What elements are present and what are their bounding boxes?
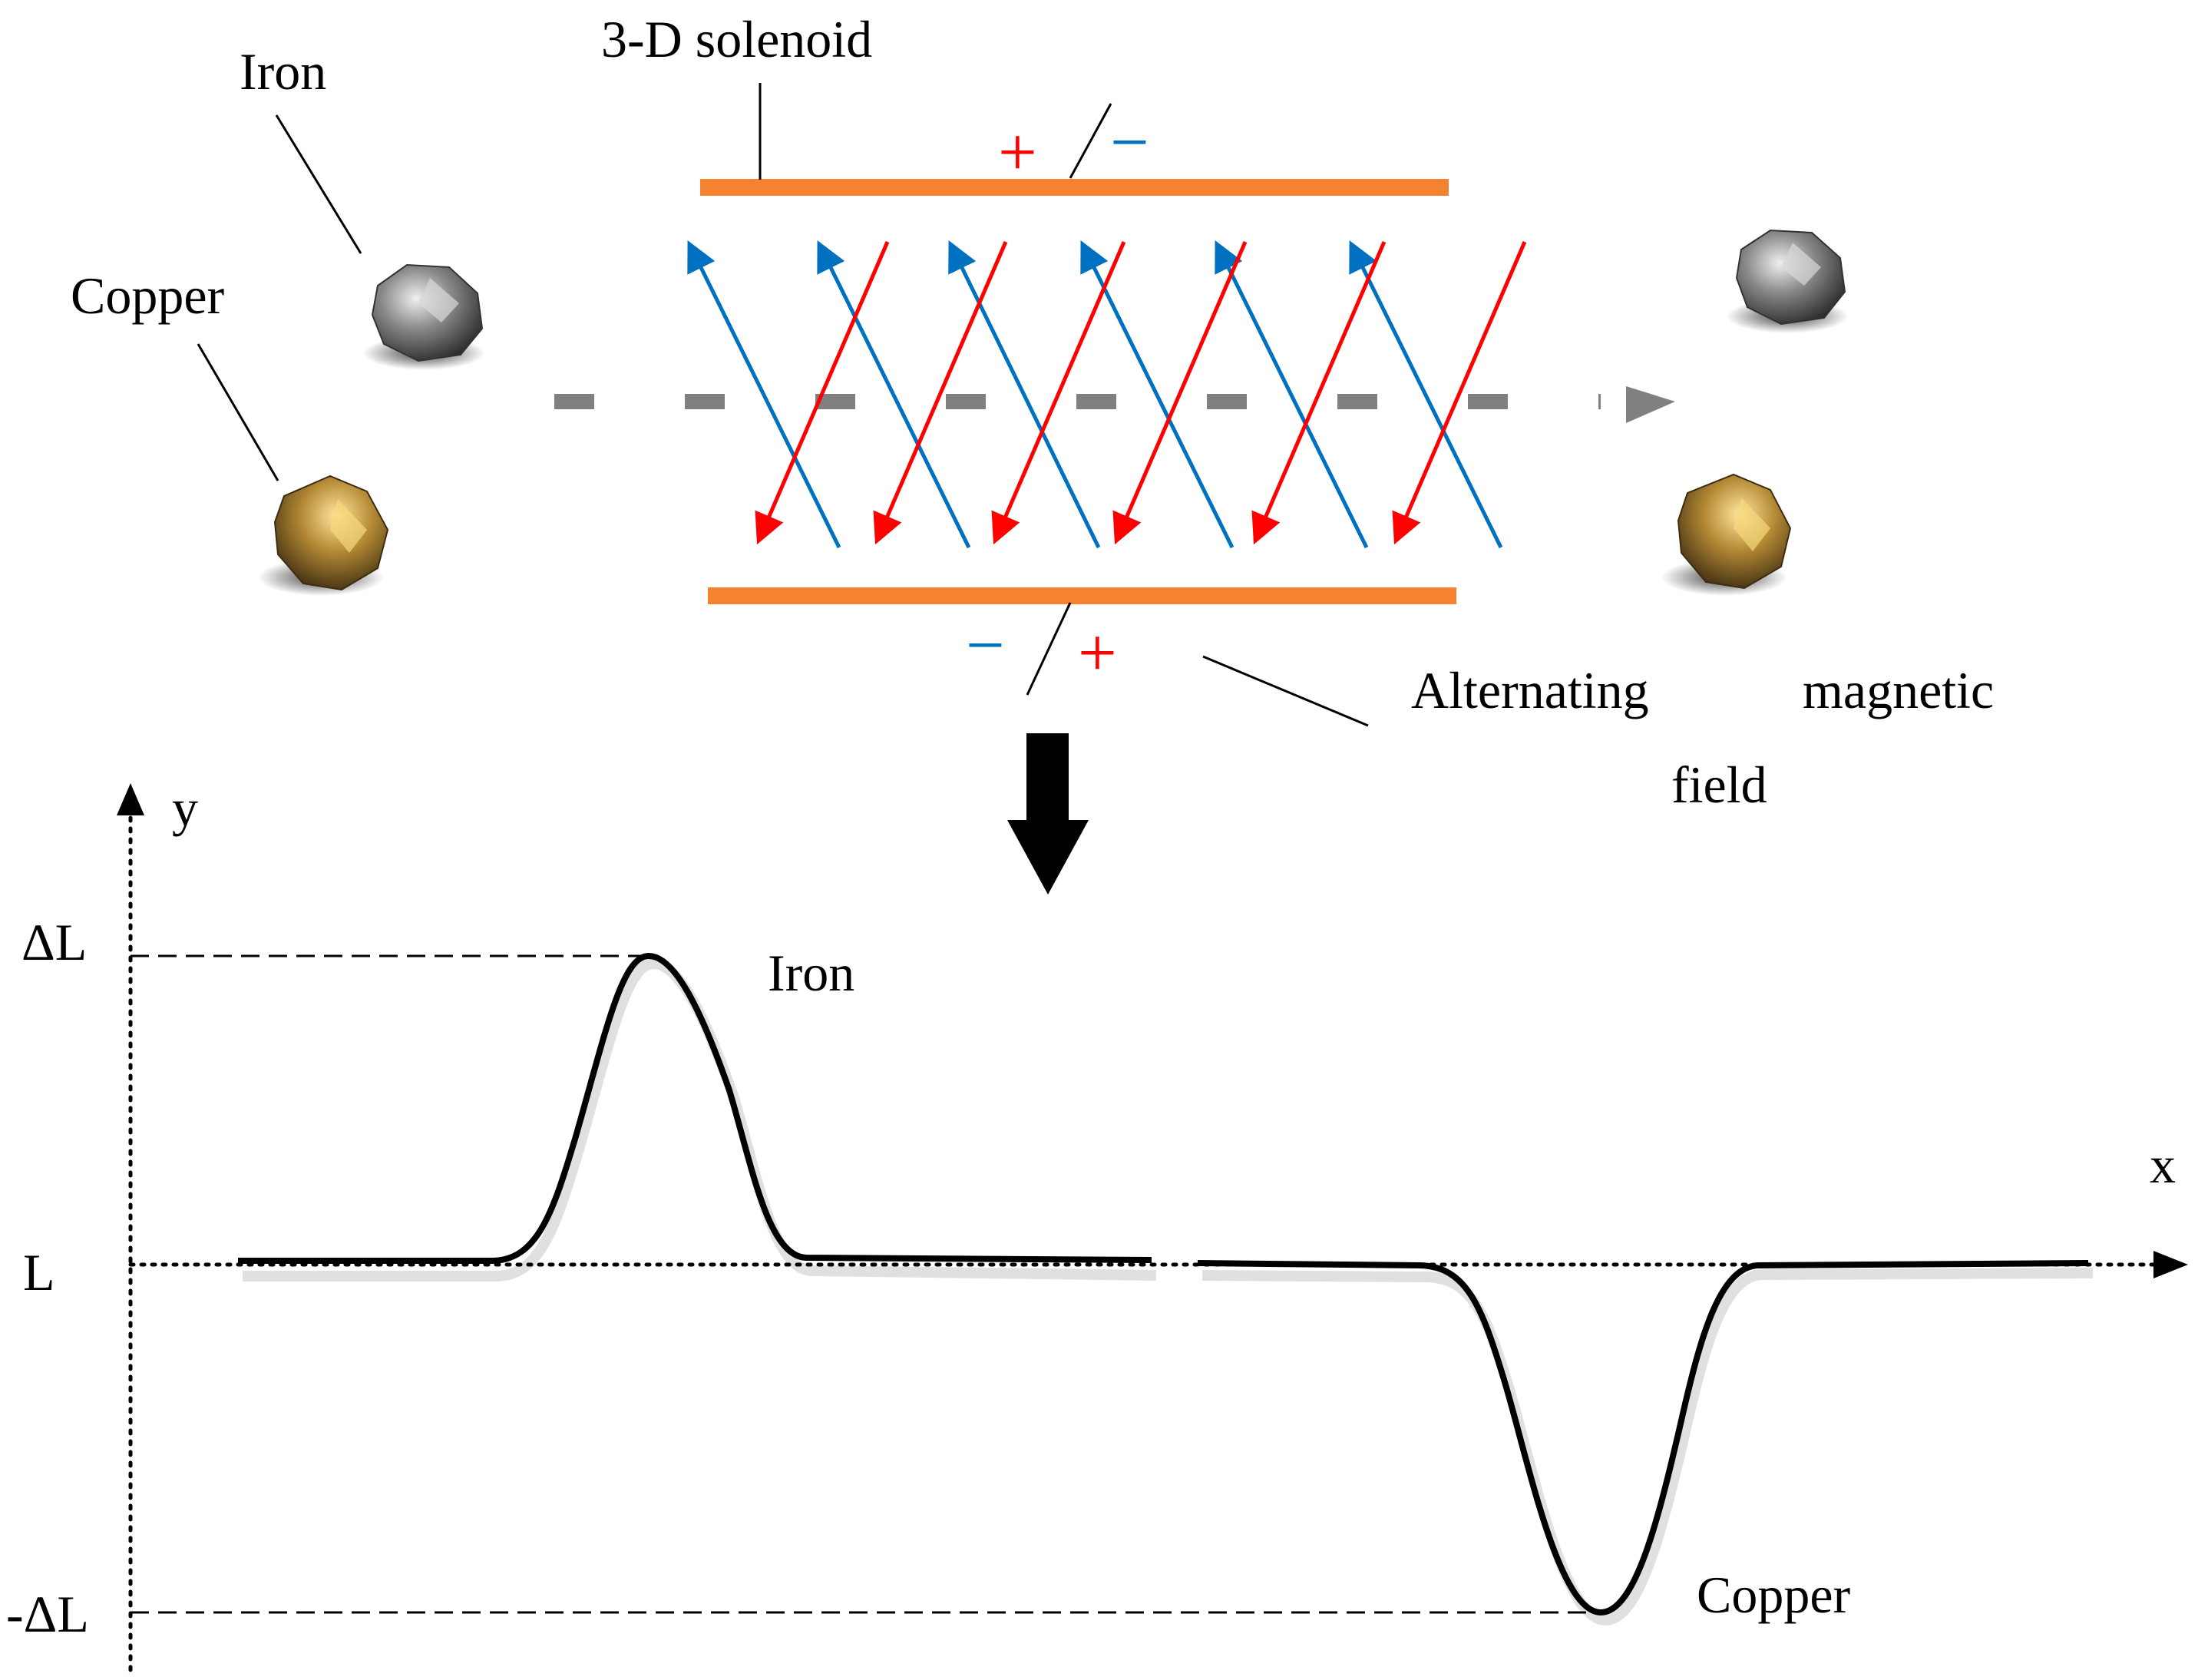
bottom-plus-sign: + [1078, 615, 1117, 691]
copper-leader-line [197, 343, 279, 481]
solenoid-bottom-plate [708, 587, 1456, 604]
field-arrows-red [755, 241, 1527, 545]
sample-path-dashed [554, 386, 1675, 423]
solenoid-diagram: Iron Copper 3-D solenoid + − − + Alterna… [71, 10, 1994, 814]
tick-neg-delta-l: -ΔL [6, 1585, 89, 1643]
copper-nugget-icon [258, 475, 389, 596]
top-minus-sign: − [1110, 104, 1149, 180]
field-label-magnetic: magnetic [1803, 661, 1994, 719]
y-axis-arrowhead [117, 783, 144, 815]
top-plus-sign: + [998, 114, 1037, 190]
iron-nugget-icon [1726, 229, 1849, 333]
signal-plot: y x ΔL L -ΔL Iron Copper [6, 779, 2188, 1672]
field-arrows-blue [687, 240, 1503, 549]
tick-l: L [23, 1243, 55, 1301]
path-arrowhead [1626, 386, 1675, 423]
top-switch-line [1069, 103, 1112, 179]
iron-nugget-icon [362, 263, 485, 370]
bottom-switch-line [1026, 602, 1072, 696]
tick-delta-l: ΔL [21, 913, 87, 971]
iron-signal-curve [238, 953, 1152, 1264]
field-leader-line [1202, 655, 1369, 727]
copper-nugget-icon [1661, 473, 1792, 596]
field-label-field: field [1671, 756, 1767, 814]
copper-signal-curve [1197, 1260, 2089, 1616]
iron-label: Iron [240, 42, 326, 101]
iron-peak-label: Iron [768, 944, 854, 1002]
iron-leader-line [275, 114, 362, 254]
down-arrow-icon [1007, 733, 1089, 895]
y-axis-label: y [172, 779, 198, 837]
bottom-minus-sign: − [966, 607, 1005, 683]
solenoid-top-plate [700, 179, 1449, 196]
x-axis-label: x [2150, 1136, 2176, 1194]
field-label-alternating: Alternating [1411, 661, 1649, 719]
solenoid-label: 3-D solenoid [601, 10, 872, 68]
copper-signal-shadow [1201, 1268, 2094, 1626]
copper-peak-label: Copper [1697, 1566, 1851, 1624]
x-axis-arrowhead [2153, 1251, 2188, 1278]
copper-label: Copper [71, 266, 225, 325]
